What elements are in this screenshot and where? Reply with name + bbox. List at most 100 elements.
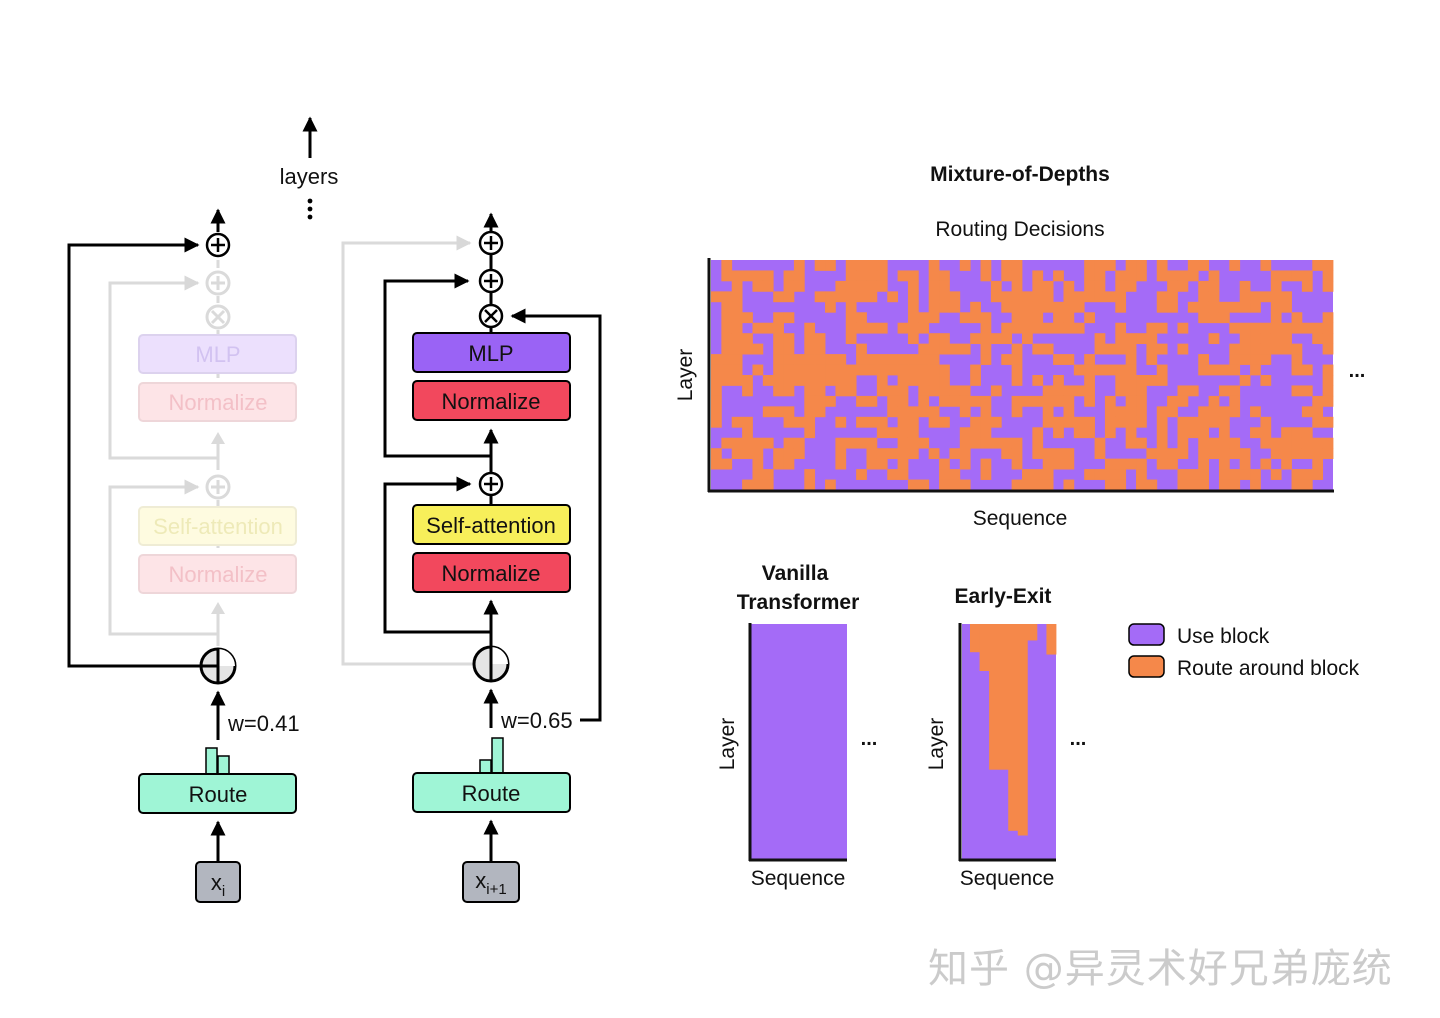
heatmap-cell-route-around [814,395,826,407]
heatmap-cell-route-around [1229,406,1241,418]
heatmap-cell-route-around [1115,333,1127,345]
block-a-mlp [138,334,297,374]
heatmap-cell-route-around [1167,301,1178,313]
heatmap-cell-route-around [1022,469,1033,480]
heatmap-cell-route-around [897,458,909,470]
heatmap-cell-route-around [1239,291,1251,303]
heatmap-cell-route-around [1094,343,1106,355]
block-b-normalize-bottom [412,552,571,593]
heatmap-cell-route-around [907,375,919,386]
heatmap-cell-route-around [897,427,909,439]
heatmap-cell-route-around [1156,406,1168,418]
heatmap-cell-route-around [1042,458,1054,470]
heatmap-cell-route-around [1239,458,1251,470]
vanilla-ylabel: Layer [716,718,739,771]
heatmap-cell-route-around [1053,395,1064,407]
heatmap-cell-route-around [1032,437,1044,449]
heatmap-cell-route-around [814,406,826,418]
heatmap-cell-route-around [721,260,733,271]
heatmap-cell-route-around [773,406,784,418]
heatmap-cell-route-around [1250,406,1261,418]
heatmap-cell-route-around [866,448,878,460]
heatmap-cell-route-around [1032,427,1044,439]
heatmap-cell-route-around [1312,437,1324,449]
heatmap-cell-route-around [1198,479,1209,491]
heatmap-cell-route-around [762,469,774,480]
heatmap-cell-route-around [1291,437,1303,449]
heatmap-cell-route-around [897,322,909,334]
heatmap-cell-route-around [1322,312,1334,324]
heatmap-cell-route-around [804,469,816,480]
heatmap-cell-route-around [1260,343,1272,355]
vanilla-panel: Vanilla Transformer Layer Sequence ... [716,562,877,890]
heatmap-cell-route-around [1218,458,1230,470]
heatmap-cell-route-around [887,364,898,376]
heatmap-cell-route-around [1270,469,1282,480]
heatmap-cell-route-around [990,280,1002,292]
heatmap-cell-route-around [876,280,888,292]
heatmap-cell-route-around [1218,301,1230,313]
heatmap-cell-route-around [711,448,722,460]
block-b-mlp [412,332,571,373]
heatmap-cell-route-around [1115,469,1127,480]
heatmap-cell-route-around [1136,416,1147,428]
heatmap-cell-route-around [1208,312,1220,324]
heatmap-cell-route-around [1198,458,1209,470]
heatmap-cell-route-around [1167,406,1178,418]
heatmap-cell-route-around [793,354,805,365]
heatmap-cell-route-around [949,479,961,491]
block-b-normalize-top [412,380,571,421]
heatmap-cell-route-around [1322,343,1334,355]
heatmap-cell-route-around [1136,375,1147,386]
heatmap-cell-route-around [939,301,950,313]
heatmap-cell-route-around [1281,427,1292,439]
block-b-bypass-path [341,235,474,666]
heatmap-cell-route-around [1115,280,1127,292]
heatmap-cell-route-around [876,354,888,365]
heatmap-cell-route-around [835,385,847,397]
heatmap-cell-route-around [939,333,950,345]
heatmap-cell-route-around [939,343,950,355]
heatmap-cell-route-around [793,364,805,376]
heatmap-cell-route-around [1073,364,1085,376]
heatmap-cell-route-around [1260,458,1272,470]
heatmap-cell-route-around [783,448,795,460]
heatmap-cell-route-around [856,437,867,449]
heatmap-cell-route-around [1084,375,1095,386]
heatmap-cell-route-around [1291,354,1303,365]
heatmap-cell-route-around [990,416,1002,428]
heatmap-cell-route-around [1177,479,1189,491]
heatmap-cell-route-around [1187,270,1199,282]
heatmap-cell-route-around [1301,479,1313,491]
heatmap-cell-route-around [907,270,919,282]
heatmap-cell-route-around [1146,448,1158,460]
heatmap-cell-route-around [897,416,909,428]
heatmap-cell-route-around [918,479,930,491]
heatmap-cell-route-around [1291,479,1303,491]
heatmap-cell-route-around [1136,260,1147,271]
heatmap-cell-route-around [949,448,961,460]
heatmap-cell-route-around [793,270,805,282]
heatmap-cell-route-around [1198,427,1209,439]
heatmap-cell-route-around [1322,270,1334,282]
heatmap-cell-route-around [1022,479,1033,491]
heatmap-cell-route-around [918,322,930,334]
heatmap-cell-route-around [1187,301,1199,313]
heatmap-cell-route-around [825,260,836,271]
heatmap-cell-route-around [1177,343,1189,355]
heatmap-cell-route-around [897,375,909,386]
heatmap-cell-route-around [793,260,805,271]
heatmap-cell-route-around [1301,270,1313,282]
heatmap-cell-route-around [762,322,774,334]
heatmap-cell-route-around [1084,291,1095,303]
heatmap-cell-route-around [1301,385,1313,397]
heatmap-cell-route-around [1239,343,1251,355]
heatmap-cell-route-around [1011,479,1023,491]
heatmap-cell-route-around [1301,280,1313,292]
heatmap-cell-route-around [1011,280,1023,292]
heatmap-cell-route-around [1156,427,1168,439]
heatmap-cell-route-around [1011,291,1023,303]
heatmap-cell-route-around [959,427,971,439]
heatmap-cell-route-around [907,364,919,376]
heatmap-cell-route-around [1073,322,1085,334]
